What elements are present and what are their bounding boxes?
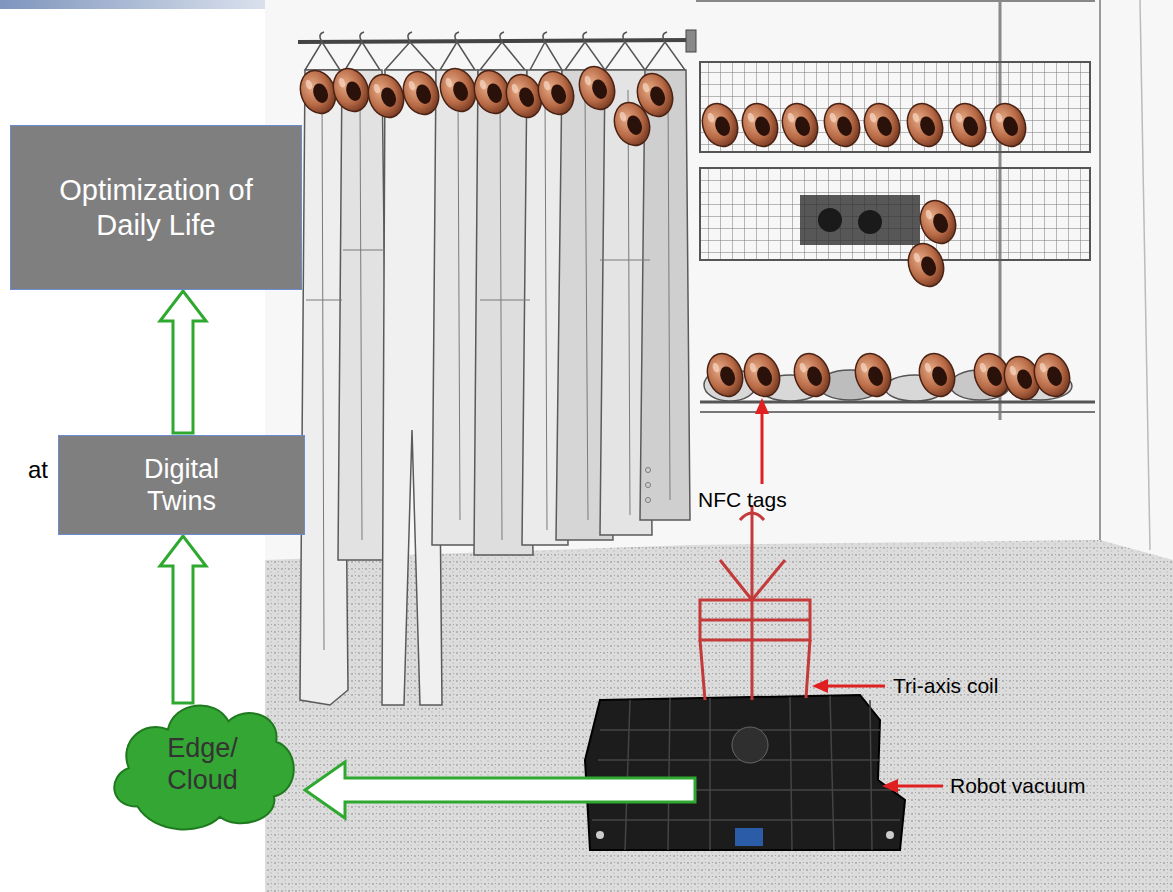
node-label: Optimization of Daily Life [56, 173, 256, 243]
wall-corner [1099, 0, 1101, 540]
node-label: Digital Twins [117, 453, 247, 518]
hollow-arrow [160, 291, 206, 433]
tri-axis-coil [700, 505, 810, 700]
nfc-tag [945, 99, 992, 152]
nfc-tags [295, 62, 1076, 405]
nfc-tag [398, 67, 445, 120]
nfc-tag [789, 349, 836, 402]
nfc-tag [859, 99, 906, 152]
nfc-tag [915, 196, 962, 249]
node-label: Edge/ Cloud [155, 732, 250, 797]
photo-ground [265, 0, 1173, 892]
nfc-tag [1029, 349, 1076, 402]
callout-label: Robot vacuum [950, 774, 1085, 798]
robot-vacuum [585, 695, 905, 850]
callout-label: NFC tags [698, 488, 787, 512]
nfc-tag [632, 69, 679, 122]
nfc-tag [819, 99, 866, 152]
cloud-outline [105, 693, 300, 835]
garment-folds [306, 90, 670, 650]
nfc-tag [914, 349, 961, 402]
leader-arrows [755, 398, 943, 793]
hollow-arrow [160, 536, 206, 703]
nfc-tag [697, 99, 744, 152]
nfc-tag [363, 70, 410, 123]
nfc-tag [737, 99, 784, 152]
upload-arrow [305, 762, 695, 818]
nfc-tag [328, 64, 375, 117]
node-text-group: Digital Twins [117, 453, 247, 518]
process-box: Digital Twins [58, 435, 305, 535]
rod-bracket [686, 30, 696, 52]
nfc-tag [777, 99, 824, 152]
nfc-tag [903, 239, 950, 292]
garments [300, 70, 690, 705]
callout-label: Tri-axis coil [893, 674, 998, 698]
node-text-group: Optimization of Daily Life [56, 173, 256, 243]
nfc-tag [574, 62, 621, 115]
closet-rod [298, 40, 692, 42]
wall-edge [1140, 0, 1150, 550]
nfc-tag [533, 67, 580, 120]
wire-shelves [696, 0, 1095, 420]
node-text-group: Edge/ Cloud [155, 732, 250, 797]
nfc-tag [902, 99, 949, 152]
hangers [305, 32, 685, 70]
cloud-shape: Edge/ Cloud [105, 693, 300, 835]
process-box: Optimization of Daily Life [10, 125, 302, 290]
nfc-tag [702, 349, 749, 402]
header-bar [0, 0, 300, 9]
nfc-tag [850, 349, 897, 402]
nfc-tag [985, 99, 1032, 152]
nfc-tag [739, 349, 786, 402]
cut-off-text: at [28, 456, 48, 484]
